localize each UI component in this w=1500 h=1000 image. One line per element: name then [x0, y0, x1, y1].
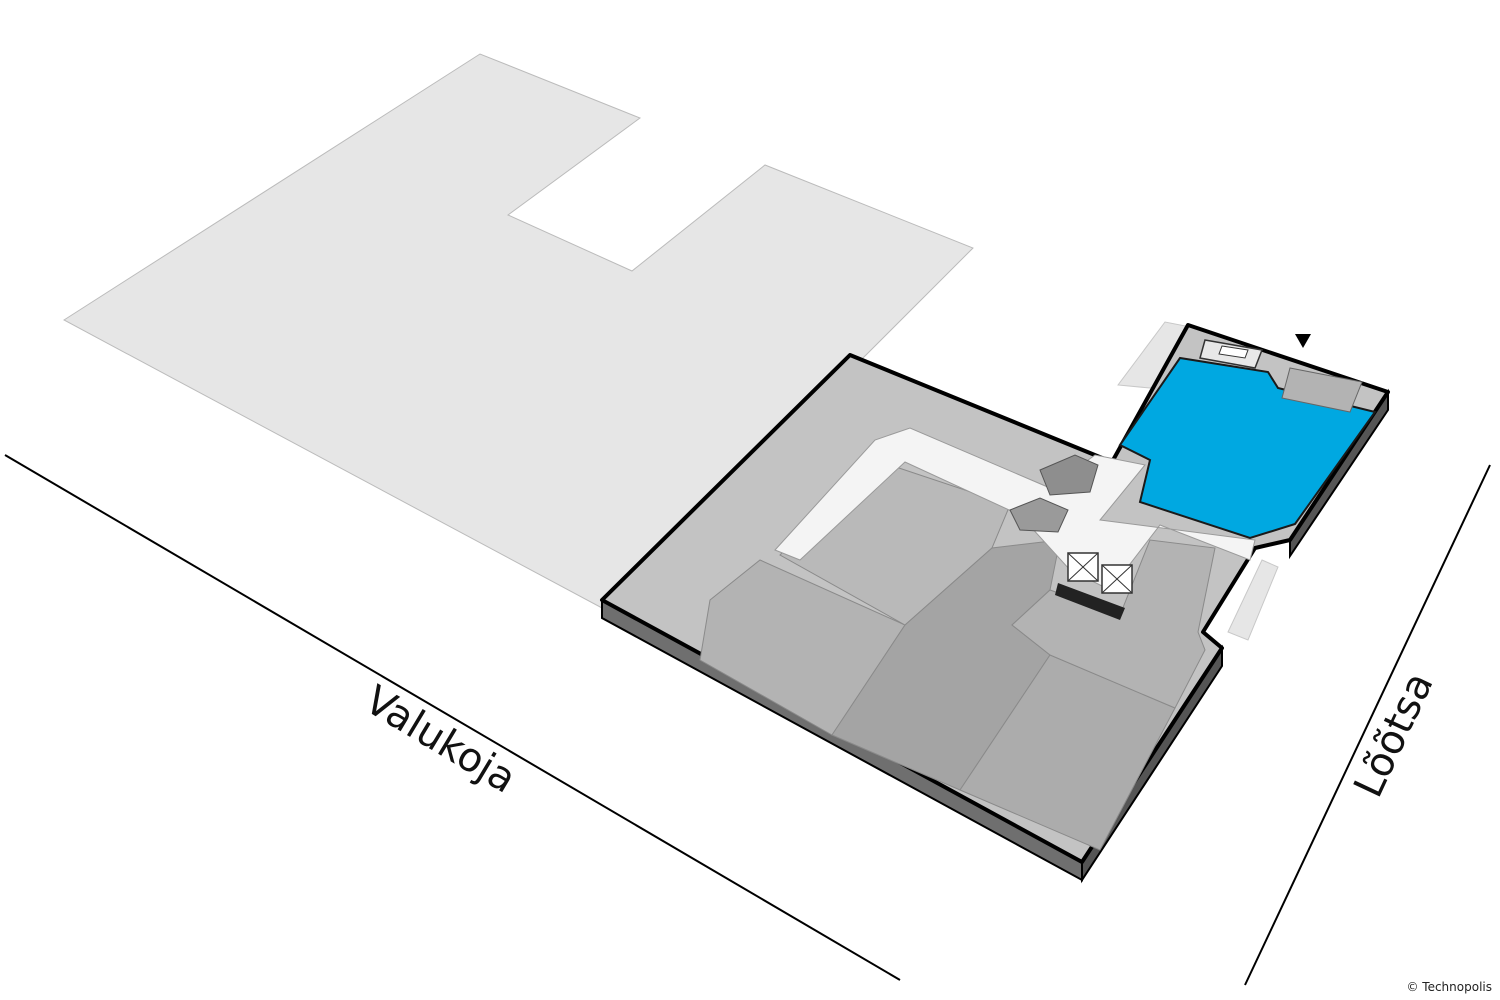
lootsa-street-line	[1244, 464, 1491, 986]
entrance-marker-icon	[1295, 334, 1311, 348]
elevator-shaft-base	[1055, 583, 1125, 620]
service-room-a	[1039, 454, 1099, 496]
service-room-b	[1009, 497, 1069, 533]
street-label-valukoja: Valukoja	[357, 677, 524, 802]
stairs-inner	[1218, 345, 1249, 359]
valukoja-street-line	[4, 454, 901, 981]
copyright-credit: © Technopolis	[1406, 980, 1492, 994]
outbuilding-east	[1227, 559, 1279, 641]
wing-corner-room	[1281, 367, 1363, 413]
street-label-lootsa: Lõõtsa	[1345, 666, 1442, 805]
elevator-cross-b	[1067, 552, 1099, 582]
elevator-2-cross-b	[1101, 564, 1133, 594]
